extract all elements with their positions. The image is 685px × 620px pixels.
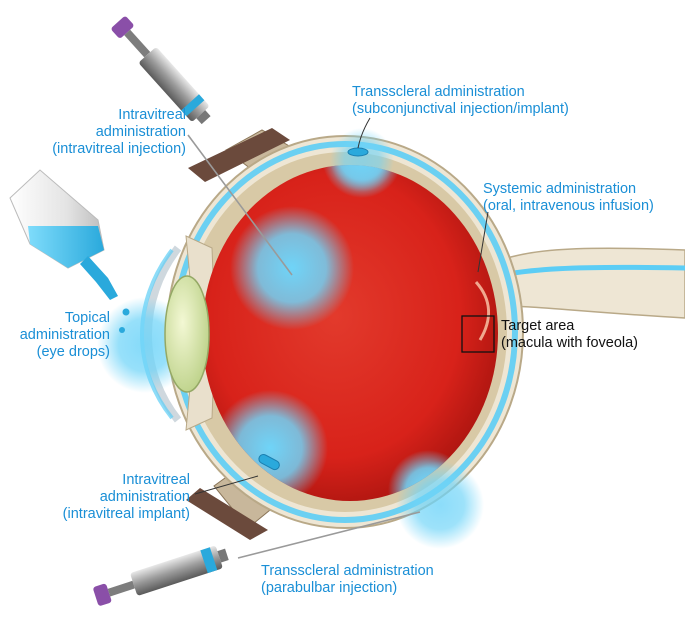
label-line: (subconjunctival injection/implant) — [352, 101, 569, 117]
injection-needle-bottom — [237, 511, 421, 559]
target-area-box — [461, 315, 495, 353]
label-line: Systemic administration — [483, 181, 637, 197]
label-line: administration — [95, 124, 186, 140]
label-transscleral-subconjunctival: Transscleral administration (subconjunct… — [352, 84, 569, 118]
label-line: (macula with foveola) — [501, 335, 638, 351]
intravitreal-implant-icon — [258, 453, 280, 471]
label-line: (parabulbar injection) — [261, 580, 398, 596]
label-line: Target area — [501, 318, 575, 334]
label-topical: Topical administration (eye drops) — [10, 310, 110, 361]
leader-lines — [194, 117, 489, 495]
syringe-icon — [93, 546, 229, 606]
lens — [164, 275, 210, 393]
label-line: (eye drops) — [36, 344, 110, 360]
label-line: Intravitreal — [118, 107, 186, 123]
label-line: Intravitreal — [122, 472, 190, 488]
label-intravitreal-implant: Intravitreal administration (intravitrea… — [30, 472, 190, 523]
label-line: administration — [19, 327, 110, 343]
subconjunctival-implant-icon — [347, 147, 369, 157]
label-transscleral-parabulbar: Transscleral administration (parabulbar … — [261, 563, 434, 597]
injection-needle-top — [187, 134, 293, 276]
label-line: (intravitreal implant) — [62, 506, 190, 522]
label-line: (intravitreal injection) — [52, 141, 186, 157]
eye-drop-bottle-icon — [9, 169, 130, 333]
label-line: Transscleral administration — [352, 84, 525, 100]
label-line: Topical — [64, 310, 110, 326]
label-intravitreal-injection: Intravitreal administration (intravitrea… — [22, 107, 186, 158]
label-systemic: Systemic administration (oral, intraveno… — [483, 181, 654, 215]
label-target-area: Target area (macula with foveola) — [501, 318, 638, 352]
label-line: administration — [99, 489, 190, 505]
label-line: Transscleral administration — [261, 563, 434, 579]
label-line: (oral, intravenous infusion) — [483, 198, 654, 214]
syringe-icon — [111, 16, 211, 125]
